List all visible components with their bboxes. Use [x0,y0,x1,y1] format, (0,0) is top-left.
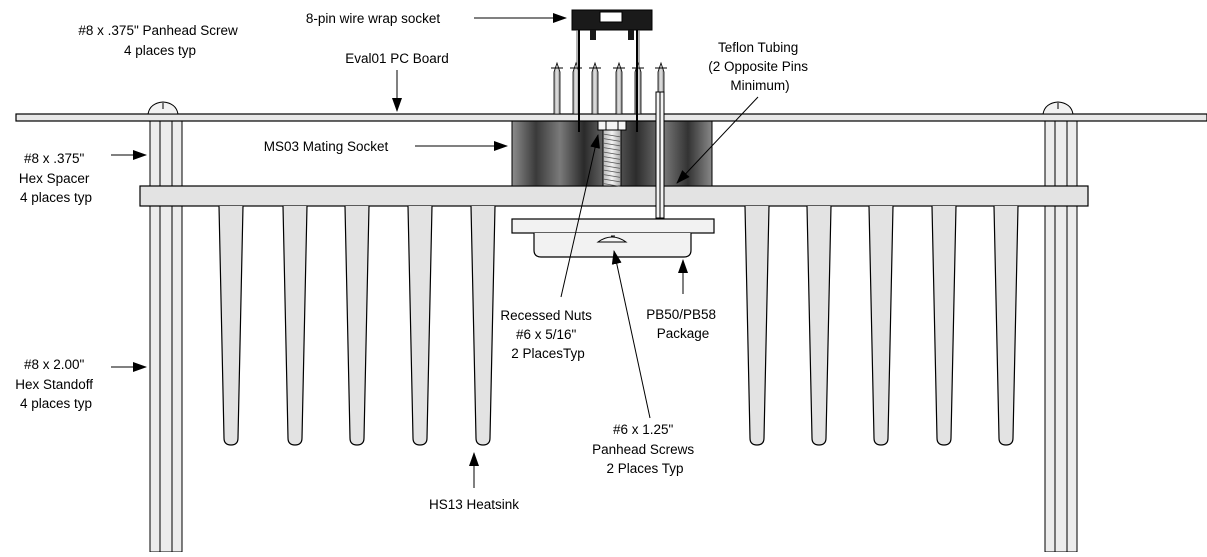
arrow-panhead-screws [611,250,651,419]
heatsink-fin [344,205,370,446]
bolt-thread [602,174,622,178]
heatsink-base [139,185,1089,207]
label-wire-wrap-socket: 8-pin wire wrap socket [306,11,441,26]
bolt-thread [602,160,622,165]
label-panhead-screw: #8 x .375" Panhead Screw 4 places typ [78,23,241,58]
heatsink-fin [806,205,832,446]
heatsink-fin [218,205,244,446]
heatsink [139,185,1089,446]
label-heatsink: HS13 Heatsink [429,497,519,512]
hex-standoff-right [1044,119,1078,553]
panhead-screw-right [1042,101,1074,115]
panhead-screw-left [147,101,179,115]
bolt-thread [602,183,622,187]
bolt-thread [602,151,622,156]
eval01-pc-board [15,113,1207,122]
label-pc-board: Eval01 PC Board [345,51,449,66]
label-recessed-nuts: Recessed Nuts #6 x 5/16" 2 PlacesTyp [500,308,595,361]
package-screw-head [596,235,628,243]
label-teflon-tubing: Teflon Tubing (2 Opposite Pins Minimum) [708,40,812,93]
label-package: PB50/PB58 Package [646,307,720,341]
label-hex-spacer: #8 x .375" Hex Spacer 4 places typ [19,151,93,205]
bolt-thread [602,178,622,183]
heatsink-fin [993,205,1019,446]
heatsink-fin [470,205,496,446]
bolt-thread [602,142,622,147]
heatsink-fin [407,205,433,446]
leader-lines [111,13,759,488]
bolt-thread [602,156,622,160]
socket-pins [551,61,667,115]
socket-pin [589,61,601,115]
socket-pin [551,61,563,115]
socket-pin [570,61,582,115]
label-panhead-screws-6: #6 x 1.25" Panhead Screws 2 Places Typ [592,422,698,476]
teflon-tubing [655,91,665,219]
arrow-recessed-nuts [560,134,600,298]
heatsink-fin [282,205,308,446]
label-hex-standoff: #8 x 2.00" Hex Standoff 4 places typ [15,357,97,411]
wire-wrap-socket [571,9,653,132]
bolt-thread [602,133,622,138]
heatsink-fin [868,205,894,446]
label-mating-socket: MS03 Mating Socket [264,139,389,154]
socket-pin [613,61,625,115]
bolt-thread [602,169,622,174]
bolt-thread [602,138,622,142]
bolt-thread [602,165,622,169]
bolt-thread [602,147,622,151]
hex-standoff-left [149,119,183,553]
heatsink-fin [744,205,770,446]
arrow-teflon [676,96,759,184]
heatsink-fin [931,205,957,446]
